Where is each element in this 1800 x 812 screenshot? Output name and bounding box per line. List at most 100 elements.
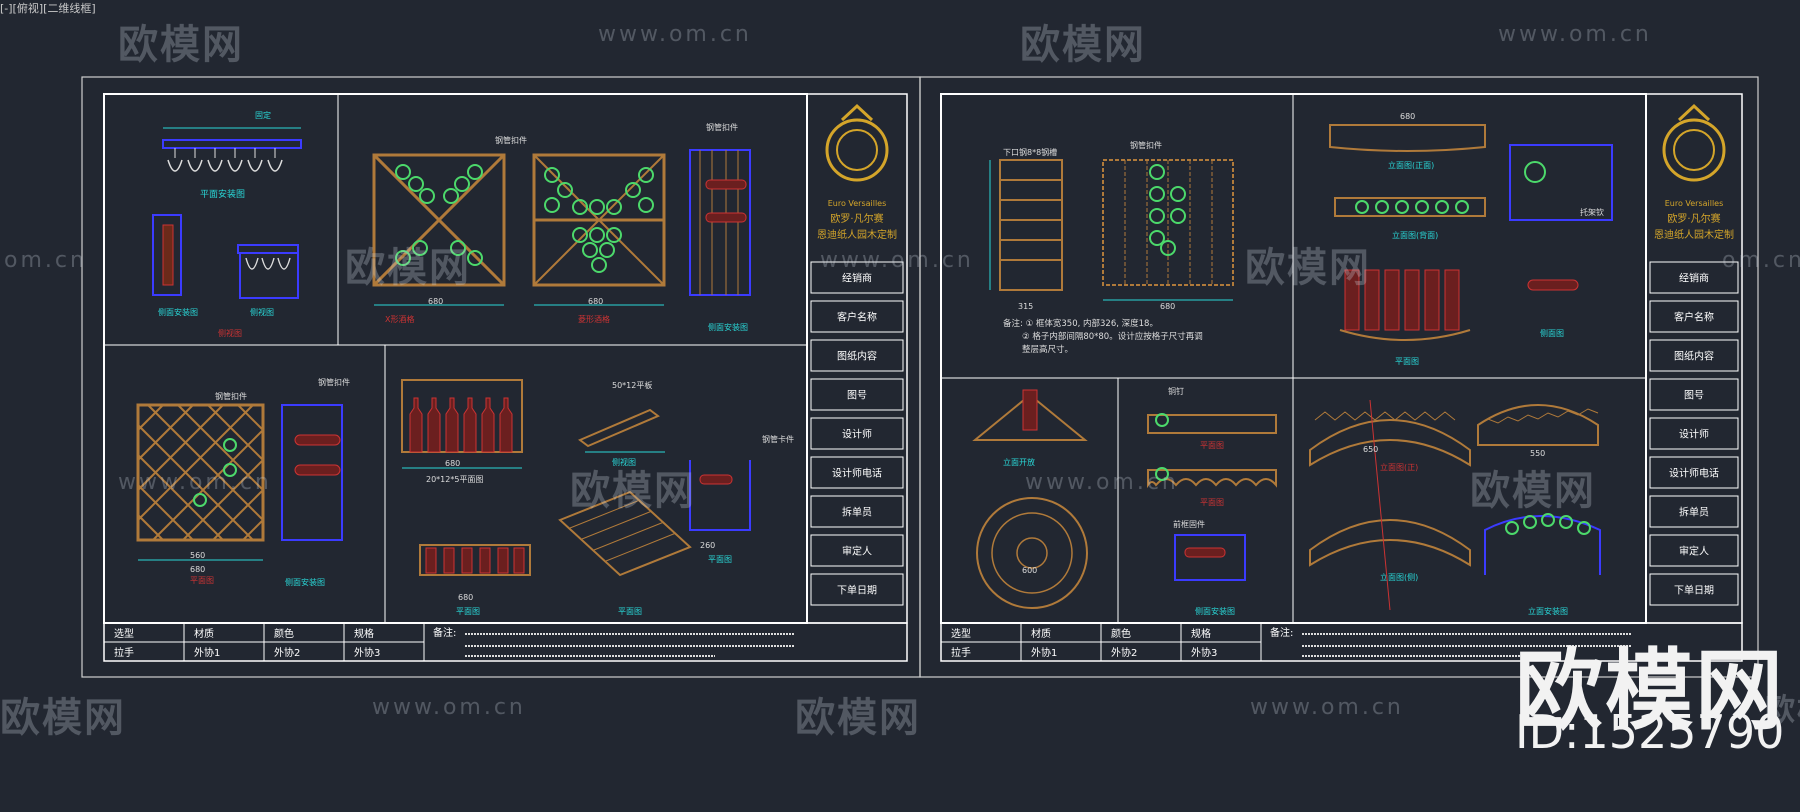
title-block-cell <box>810 261 904 294</box>
title-block-cell <box>810 495 904 528</box>
label-elev-back: 立面图(背面) <box>1392 230 1438 240</box>
notes-label-left: 备注: <box>433 626 456 639</box>
dim-grid-width: 680 <box>1160 302 1175 311</box>
watermark-url-1: www.om.cn <box>598 22 752 47</box>
lattice-wine-rack: 560 680 平面图 钢管扣件 <box>136 391 265 585</box>
company-name-left: 欧罗·凡尔赛 <box>830 212 883 225</box>
pyramid-rack: 立面开放 600 <box>972 389 1088 609</box>
dim-tray-width: 680 <box>1400 112 1415 121</box>
dim-bracket-width: 260 <box>700 541 715 550</box>
tray-elevations: 680 立面图(正面) 立面图(背面) 托架钦 <box>1329 112 1613 240</box>
glass-rack-side: 侧面安装图 侧视图 侧视图 <box>152 214 299 338</box>
dim-arch-width: 550 <box>1530 449 1545 458</box>
logo-caption-left: Euro Versailles <box>828 199 887 208</box>
logo-caption-right: Euro Versailles <box>1665 199 1724 208</box>
dim-front-2: 680 <box>458 593 473 602</box>
bracket-side-install: 260 平面图 钢管卡件 <box>689 434 794 564</box>
bottom-table-cell: 外协2 <box>1111 646 1137 659</box>
label-plan-b: 平面图 <box>618 607 642 616</box>
label-plan-r2: 平面图 <box>1200 441 1224 450</box>
label-side-view-a: 侧视图 <box>250 307 274 317</box>
title-block-row-label: 设计师电话 <box>1669 467 1719 480</box>
label-elev-front-r: 立面图(正) <box>1380 462 1418 472</box>
svg-text:侧视图: 侧视图 <box>218 328 242 338</box>
bottom-table-cell: 颜色 <box>1111 627 1131 640</box>
title-block-cell <box>810 378 904 411</box>
bottom-table-cell: 选型 <box>951 627 971 640</box>
bottle-rack-fan: 平面图 侧面图 <box>1339 269 1579 366</box>
perspective-rack: 平面图 <box>558 490 692 616</box>
dim-bottle-rack-plan: 20*12*5平面图 <box>426 475 483 484</box>
bottom-table-cell: 材质 <box>1031 627 1051 640</box>
title-block-row-label: 图纸内容 <box>837 350 877 363</box>
x-wine-rack: 680 X形酒格 钢管扣件 <box>372 135 527 324</box>
svg-text:X形酒格: X形酒格 <box>385 314 414 324</box>
svg-text:平面图: 平面图 <box>190 576 214 585</box>
title-block-row-label: 审定人 <box>842 545 872 558</box>
label-pipe-clip: 钢管卡件 <box>762 434 794 444</box>
title-block-row-label: 图号 <box>1684 390 1704 402</box>
title-block-cell <box>810 573 904 606</box>
label-front-fixing: 前框固件 <box>1173 519 1205 529</box>
title-block-row-label: 设计师电话 <box>832 467 882 480</box>
sheet-left: 固定 平面安装图 侧面安装图 侧视图 侧视图 <box>81 76 921 678</box>
label-side-view-b: 侧视图 <box>612 457 636 467</box>
label-pipe-clamp-b: 钢管扣件 <box>318 377 350 387</box>
label-elev-install-r: 立面安装图 <box>1528 606 1568 616</box>
arch-racks: 立面图(正) 立面图(侧) 650 550 立面安装图 <box>1309 399 1601 616</box>
title-block-cell <box>810 339 904 372</box>
title-block-right: Euro Versailles 欧罗·凡尔赛 恩迪纸人园木定制 经销商客户名称图… <box>1645 93 1743 624</box>
vertical-rack-side: 钢管扣件 侧面安装图 <box>689 122 751 332</box>
dim-bottle-rack-width: 680 <box>445 459 460 468</box>
viewport-label[interactable]: [-][俯视][二维线框] <box>0 2 96 15</box>
label-side-r: 侧面图 <box>1540 328 1564 338</box>
dim-arch-height: 650 <box>1363 445 1378 454</box>
dim-diamond-rack-width: 680 <box>588 297 603 306</box>
label-plan-a: 平面图 <box>456 607 480 616</box>
rail-details: 铜钉 平面图 平面图 前框固件 侧面安装图 <box>1147 386 1277 616</box>
svg-text:菱形酒格: 菱形酒格 <box>578 314 610 324</box>
title-block-row-label: 设计师 <box>1679 428 1709 441</box>
label-elev-side-r: 立面图(侧) <box>1380 572 1418 582</box>
company-subtitle-right: 恩迪纸人园木定制 <box>1654 228 1734 241</box>
title-block-row-label: 下单日期 <box>837 585 877 597</box>
dim-flat-plate: 50*12平板 <box>612 380 652 390</box>
label-copper-nail: 铜钉 <box>1168 386 1184 396</box>
bottom-table-cell: 外协2 <box>274 646 300 659</box>
slanted-shelf: 50*12平板 侧视图 <box>578 380 665 467</box>
title-block-cell <box>810 300 904 333</box>
company-name-right: 欧罗·凡尔赛 <box>1667 212 1720 225</box>
sheet-left-outer-frame <box>81 76 921 678</box>
company-subtitle-left: 恩迪纸人园木定制 <box>817 228 897 241</box>
dim-round-dia: 600 <box>1022 566 1037 575</box>
svg-text:钢管扣件: 钢管扣件 <box>706 122 738 132</box>
bottom-table-cell: 材质 <box>194 627 214 640</box>
sheet-right: 下口钢8*8钢槽 315 680 钢管扣件 备注: ① 框体宽350, 内部32… <box>919 76 1759 678</box>
title-block-row-label: 客户名称 <box>1674 311 1714 324</box>
label-side-install-r: 侧面安装图 <box>1195 606 1235 616</box>
notes-label-right: 备注: <box>1270 626 1293 639</box>
title-block-cell <box>1649 339 1739 372</box>
label-steel-channel: 下口钢8*8钢槽 <box>1003 147 1057 157</box>
asset-id-label: ID:1525790 <box>1515 705 1785 759</box>
diamond-wine-rack: 680 菱形酒格 <box>532 153 666 324</box>
dim-lattice-width: 560 <box>190 551 205 560</box>
watermark-logo-frag: 欧模网 <box>0 695 126 741</box>
watermark-logo-2: 欧模网 <box>1020 22 1146 68</box>
title-block-cell <box>810 534 904 567</box>
title-block-row-label: 下单日期 <box>1674 585 1714 597</box>
title-block-cell <box>1649 417 1739 450</box>
watermark-logo-5: 欧模网 <box>570 468 696 514</box>
title-block-row-label: 图纸内容 <box>1674 350 1714 363</box>
watermark-url-4: www.om.cn <box>118 470 272 495</box>
title-block-cell <box>810 456 904 489</box>
sheet-right-outer-frame <box>919 76 1759 678</box>
bottom-table-cell: 颜色 <box>274 627 294 640</box>
